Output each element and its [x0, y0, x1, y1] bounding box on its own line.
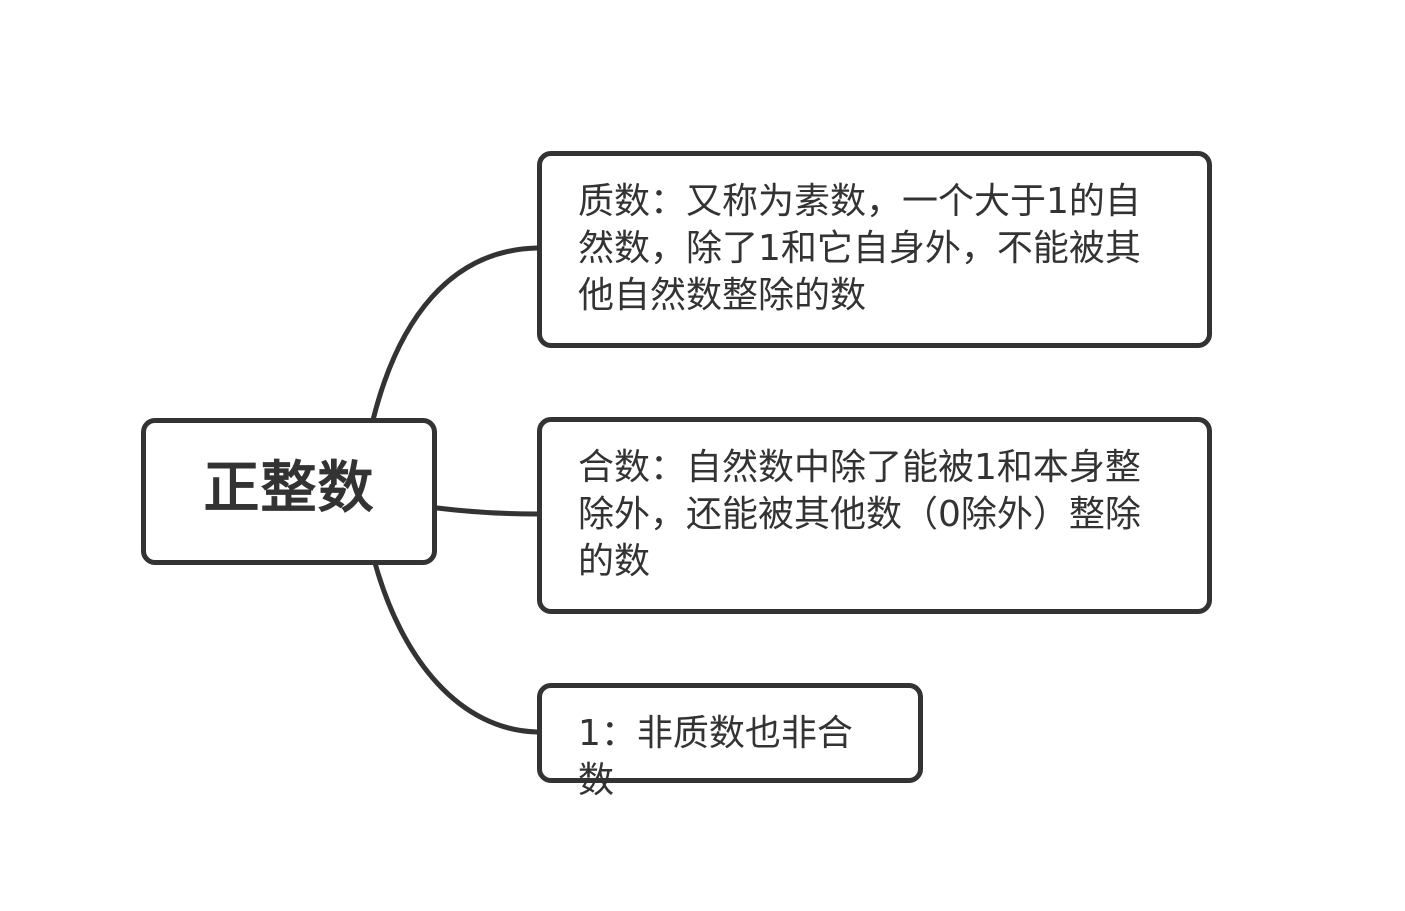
connector-to-prime — [370, 245, 540, 423]
composite-number-node[interactable]: 合数：自然数中除了能被1和本身整除外，还能被其他数（0除外）整除的数 — [537, 417, 1212, 614]
prime-number-node[interactable]: 质数：又称为素数，一个大于1的自然数，除了1和它自身外，不能被其他自然数整除的数 — [537, 151, 1212, 348]
root-node[interactable]: 正整数 — [141, 418, 437, 565]
number-one-text: 1：非质数也非合数 — [578, 713, 853, 801]
prime-number-text: 质数：又称为素数，一个大于1的自然数，除了1和它自身外，不能被其他自然数整除的数 — [578, 181, 1141, 316]
connector-to-composite — [434, 505, 540, 517]
connector-to-one — [372, 560, 540, 735]
root-label: 正整数 — [203, 455, 375, 521]
number-one-node[interactable]: 1：非质数也非合数 — [537, 683, 923, 801]
composite-number-text: 合数：自然数中除了能被1和本身整除外，还能被其他数（0除外）整除的数 — [578, 447, 1141, 582]
